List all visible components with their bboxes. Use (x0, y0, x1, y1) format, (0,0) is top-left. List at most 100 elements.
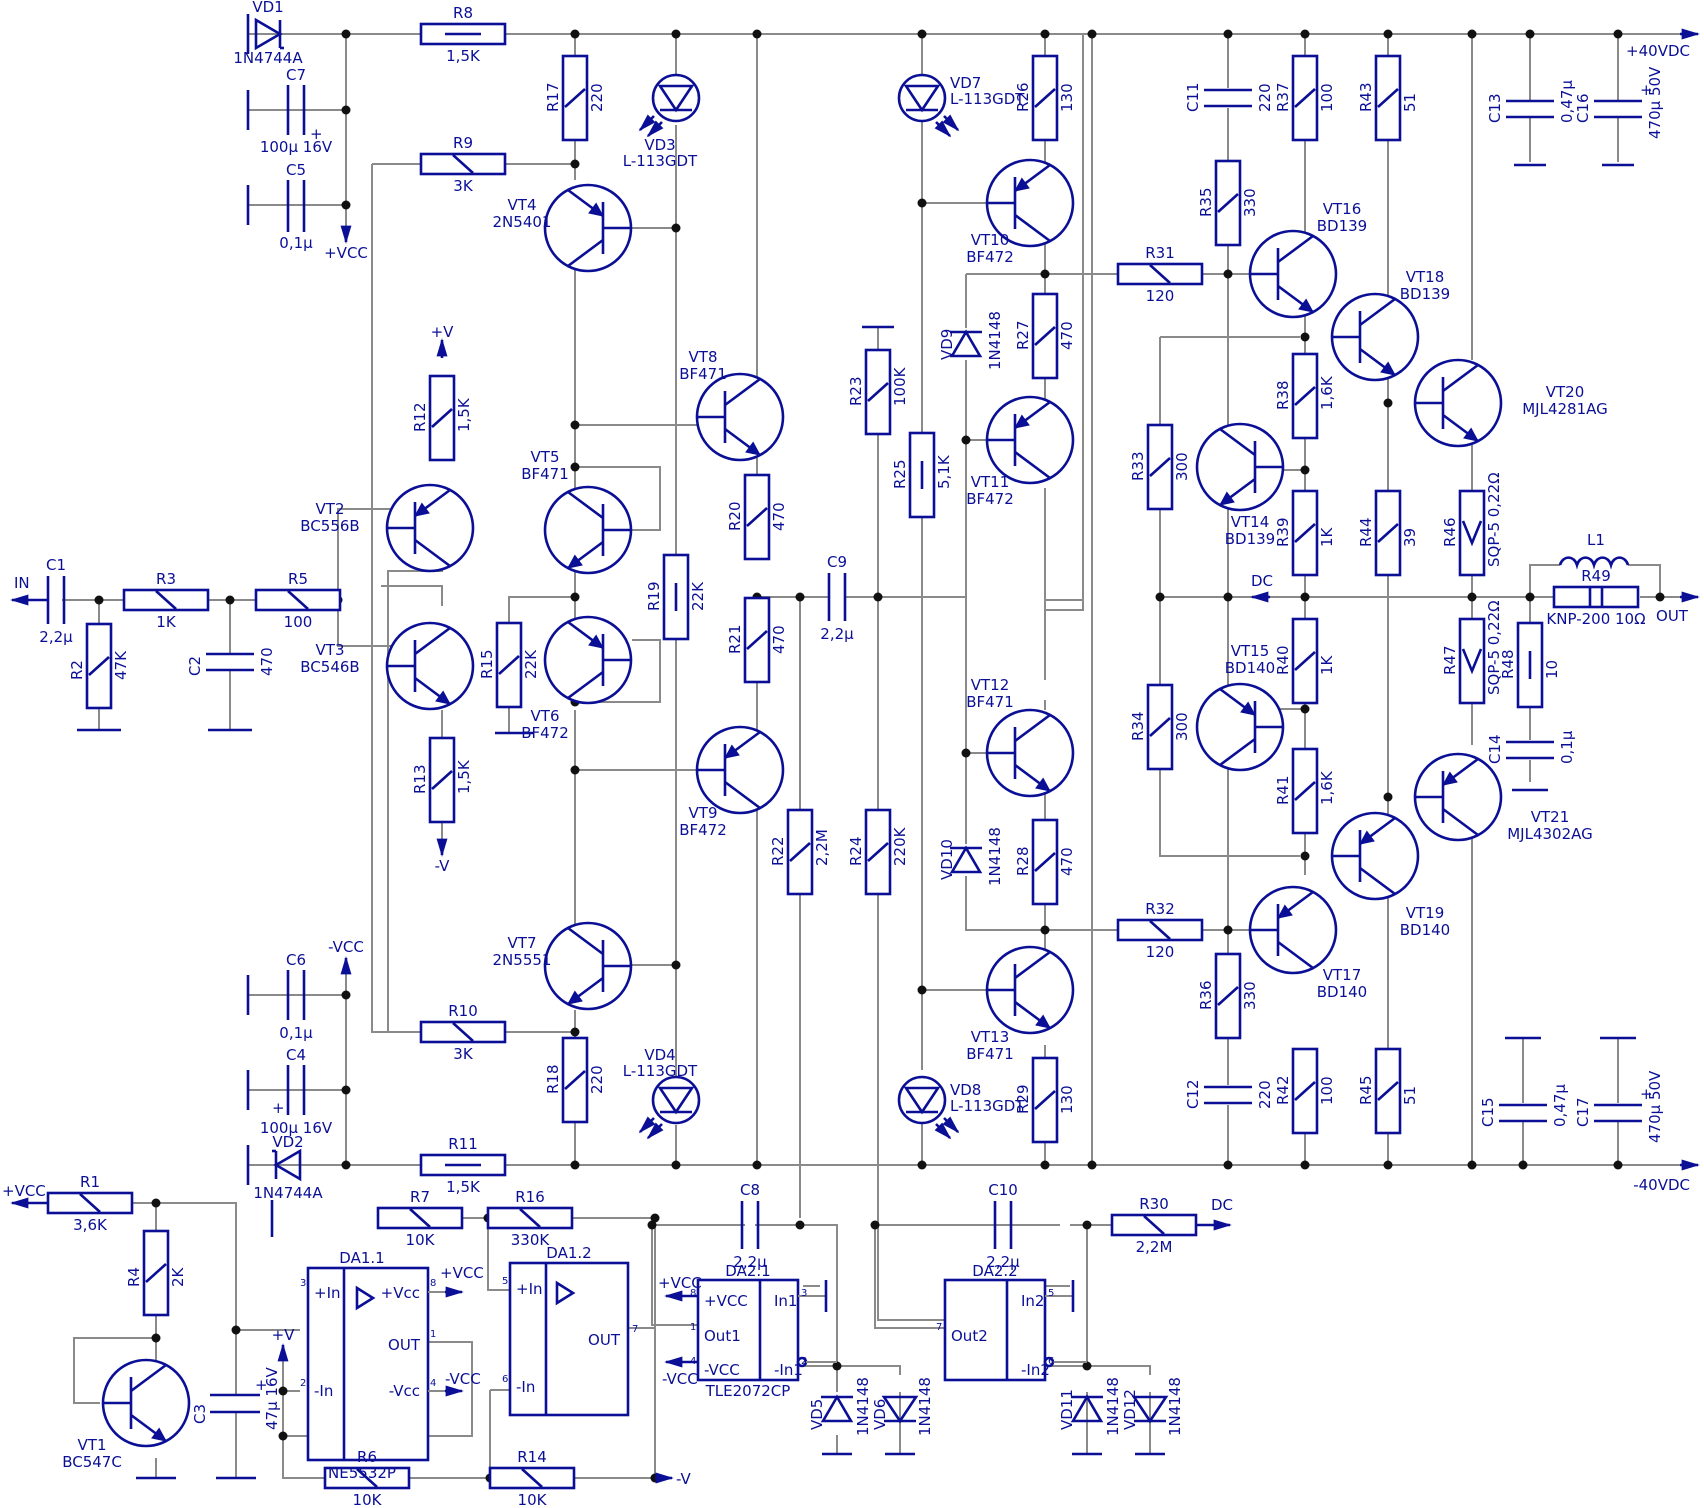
junction-dot (1613, 29, 1623, 39)
label: +V (272, 1326, 296, 1344)
resistor-ref: R37 (1274, 82, 1292, 112)
junction-dot (647, 1220, 657, 1230)
transistor-vt13 (985, 945, 1075, 1035)
junction-dot (1383, 792, 1393, 802)
v-neg-label: -V (676, 1470, 692, 1488)
junction-dot (1383, 29, 1393, 39)
capacitor-ref: C12 (1184, 1079, 1202, 1109)
resistor-r8 (419, 22, 507, 46)
transistor-ref: VT13 (971, 1028, 1010, 1046)
junction-dot (570, 420, 580, 430)
vcc-pos-label: +VCC (658, 1274, 702, 1292)
pin-label: Out2 (951, 1327, 988, 1345)
resistor-ref: R2 (68, 660, 86, 680)
dc-label: DC (1211, 1196, 1233, 1214)
capacitor-value: 2,2µ (986, 1253, 1020, 1271)
resistor-r44 (1374, 489, 1402, 577)
junction-dot (1467, 29, 1477, 39)
resistor-r30 (1110, 1213, 1198, 1237)
transistor-vt9 (695, 725, 785, 815)
output-label: OUT (1656, 607, 1689, 625)
junction-dot (1655, 592, 1665, 602)
resistor-value: 470 (1058, 847, 1076, 876)
resistor-value: 130 (1058, 83, 1076, 112)
transistor-ref: VT20 (1546, 383, 1585, 401)
label: VD10 (938, 839, 956, 880)
junction-dot (1087, 29, 1097, 39)
resistor-r47 (1458, 617, 1486, 705)
pin-label: +In (314, 1284, 341, 1302)
resistor-value: KNP-200 10Ω (1546, 610, 1645, 628)
resistor-value: 1K (1318, 654, 1336, 675)
capacitor-ref: C8 (740, 1181, 760, 1199)
led-vd8 (897, 1075, 960, 1140)
transistor-part: BF471 (966, 693, 1014, 711)
resistor-r40 (1291, 617, 1319, 705)
resistor-ref: R23 (847, 376, 865, 406)
led-vd3 (638, 73, 701, 138)
label: VD3 (644, 136, 675, 154)
resistor-ref: R22 (769, 836, 787, 866)
resistor-ref: R41 (1274, 775, 1292, 805)
resistor-value: 130 (1058, 1085, 1076, 1114)
label: C6 (286, 951, 306, 969)
resistor-r19 (662, 553, 690, 641)
transistor-ref: VT8 (689, 348, 718, 366)
label: 3 (300, 1278, 306, 1289)
junction-dot (1087, 1160, 1097, 1170)
junction-dot (341, 1085, 351, 1095)
resistor-ref: R3 (156, 570, 176, 588)
label: L-113GDT (950, 1097, 1025, 1115)
label: 4 (690, 1356, 696, 1367)
capacitor-c8 (740, 1201, 760, 1249)
capacitor-c16 (1594, 99, 1642, 119)
resistor-ref: R15 (478, 649, 496, 679)
junction-dot (1525, 592, 1535, 602)
transistor-ref: VT15 (1231, 642, 1270, 660)
opamp-body (508, 1261, 630, 1417)
resistor-r34 (1146, 683, 1174, 771)
capacitor-value: 0,47µ (1558, 80, 1576, 123)
resistor-ref: R33 (1129, 451, 1147, 481)
polarity-plus: + (1640, 81, 1653, 99)
capacitor-ref: C10 (988, 1181, 1018, 1199)
label: VD8 (950, 1081, 981, 1099)
junction-dot (1467, 1160, 1477, 1170)
capacitor-ref: C14 (1486, 734, 1504, 764)
resistor-r12 (428, 374, 456, 462)
junction-dot (1082, 1361, 1092, 1371)
junction-dot (151, 1198, 161, 1208)
junction-dot (94, 595, 104, 605)
transistor-part: BD140 (1317, 983, 1367, 1001)
resistor-r4 (142, 1229, 170, 1317)
diode-vd10 (949, 845, 983, 874)
diode-vd5 (820, 1394, 854, 1423)
resistor-ref: R49 (1581, 567, 1611, 585)
resistor-r43 (1374, 54, 1402, 142)
resistor-r41 (1291, 747, 1319, 835)
transistor-ref: VT14 (1231, 513, 1270, 531)
junction-dot (570, 462, 580, 472)
resistor-value: 100 (1318, 83, 1336, 112)
capacitor-value: 470µ 50V (1646, 66, 1664, 139)
resistor-value: 3,6K (73, 1216, 108, 1234)
junction-dot (341, 200, 351, 210)
junction-dot (917, 985, 927, 995)
label: 0,1µ (279, 1024, 313, 1042)
transistor-vt5 (543, 485, 633, 575)
transistor-vt4 (543, 183, 633, 273)
label: 1N4148 (1104, 1377, 1122, 1436)
resistor-ref: R47 (1441, 645, 1459, 675)
transistor-part: MJL4281AG (1522, 400, 1608, 418)
label: 1N4148 (854, 1377, 872, 1436)
resistor-ref: R8 (453, 4, 473, 22)
resistor-value: 22K (522, 649, 540, 679)
resistor-ref: R16 (515, 1188, 545, 1206)
label: 0,1µ (279, 234, 313, 252)
resistor-r48 (1516, 621, 1544, 709)
resistor-ref: R45 (1357, 1075, 1375, 1105)
label: C5 (286, 161, 306, 179)
resistor-r23 (864, 348, 892, 436)
resistor-value: 220K (891, 826, 909, 866)
junction-dot (917, 29, 927, 39)
